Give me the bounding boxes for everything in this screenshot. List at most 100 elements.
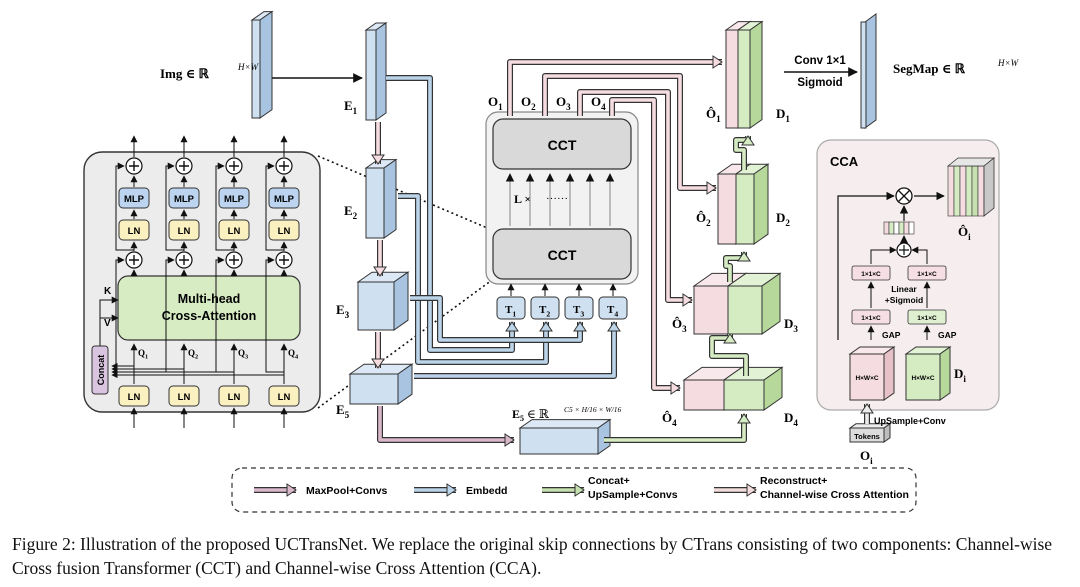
ln-bottom-label-1: LN (128, 392, 141, 403)
q-label-1-main: Q (138, 348, 145, 358)
ln-bottom-4 (268, 385, 300, 407)
ln-top-label-2: LN (178, 226, 191, 237)
skip-mlp-1 (115, 162, 134, 251)
d4-block-green-face (723, 379, 765, 411)
linear-label: Linear (891, 284, 917, 294)
cca-di-label-sub: i (963, 374, 966, 384)
mlp-label-4: MLP (274, 194, 295, 205)
q-label-3-sub: 3 (245, 354, 248, 361)
legend-label-4: Reconstruct+ (760, 475, 827, 487)
e1-block-side (375, 22, 387, 121)
segmap-sup: H×W (997, 58, 1020, 68)
e2-t2-pipe-inner (398, 194, 548, 364)
legend-label2-3: UpSample+Convs (588, 489, 678, 501)
e5-block (348, 363, 414, 405)
o4-label-main: O (591, 94, 601, 109)
d1-label-main: D (776, 106, 785, 121)
gap-label-right: GAP (938, 330, 957, 340)
oh3-label-sub: 3 (682, 324, 687, 334)
feature-skip-arrow (837, 191, 895, 340)
e1-e2-arrow-head (371, 154, 385, 165)
plus-mark-1-2 (179, 255, 189, 265)
cca-oi-label-sub: i (870, 456, 873, 466)
o1-label-sub: 1 (498, 102, 503, 112)
l-times-label: L × (514, 192, 531, 206)
o1-label-main: O (488, 94, 498, 109)
e5-formula-main: E (512, 407, 520, 421)
bottleneck-block-face (519, 427, 599, 455)
o2-d2-pipe (542, 73, 717, 195)
mlp-box-1 (118, 187, 150, 209)
d4-block-pink-face (683, 379, 725, 411)
oh1-label-sub: 1 (716, 114, 721, 124)
e3-block-face (357, 281, 395, 331)
mlp-label-3: MLP (224, 194, 245, 205)
token-label-4-main: T (607, 304, 615, 316)
oh1-label: Ô1 (706, 106, 721, 124)
plus-mark-1-1 (129, 255, 139, 265)
mhca-box (117, 275, 301, 341)
legend-label2-4: Channel-wise Cross Attention (760, 489, 909, 501)
mlp-label-2: MLP (174, 194, 195, 205)
cca-output-side (983, 157, 995, 217)
legend-item-2: Embedd (414, 483, 507, 497)
e2-label-sub: 2 (353, 211, 358, 221)
d1-block-green-side (749, 20, 763, 129)
gap-label-left: GAP (882, 330, 901, 340)
right-vec-to-add (911, 246, 928, 264)
e1-label-sub: 1 (353, 106, 358, 116)
e5-bottleneck-arrow-inner (378, 406, 514, 442)
d3-label-main: D (784, 316, 793, 331)
o2-d2-pipe-inner (543, 74, 716, 190)
upsample-label: UpSample+Conv (874, 416, 946, 426)
mlp-label-1: MLP (124, 194, 145, 205)
o4-d4-pipe-head (670, 381, 681, 395)
e2-t2-pipe (398, 193, 553, 365)
token-box-1 (496, 296, 526, 320)
cca-di-cube (904, 346, 952, 401)
legend-swatch-4-head (746, 483, 757, 497)
q-label-4-sub: 4 (295, 354, 299, 361)
ln-top-4 (268, 219, 300, 241)
e5-t4-pipe (414, 321, 621, 379)
e2-e3-arrow-head (373, 266, 387, 277)
cca-output-slice-1 (947, 165, 955, 217)
e5-formula: E5 ∈ ℝ (512, 407, 550, 423)
e2-block-face (365, 167, 385, 239)
e3-e5-arrow (371, 332, 385, 369)
segmap-label: SegMap ∈ ℝ (893, 61, 966, 76)
legend-label-1: MaxPool+Convs (306, 485, 388, 497)
d3-block-pink-face (693, 285, 729, 335)
bottleneck-d4-pipe (604, 413, 751, 443)
ln-bottom-2 (168, 385, 200, 407)
input-image-face (251, 19, 261, 119)
d4-label-sub: 4 (793, 418, 798, 428)
d4-label: D4 (784, 410, 798, 428)
d1-label: D1 (776, 106, 790, 124)
output: Conv 1×1 Sigmoid SegMap ∈ ℝ H×W (784, 13, 1020, 129)
mhca-label-2: Cross-Attention (162, 309, 256, 323)
legend-swatch-2-head (446, 483, 457, 497)
mlp-box-3 (218, 187, 250, 209)
e5-formula-sub: 5 (520, 414, 524, 423)
token-label-3-sub: 3 (580, 309, 584, 318)
cca-di-cube-face (905, 353, 941, 401)
skip-mlp-2 (165, 162, 184, 251)
attn-vector-slice-5 (903, 221, 910, 235)
d1-block-green (736, 20, 764, 129)
tokens-label: Tokens (854, 432, 880, 441)
oh2-label: Ô2 (696, 210, 711, 228)
q-label-3-main: Q (238, 348, 245, 358)
token-label-2-sub: 2 (546, 309, 550, 318)
input-image-side (259, 10, 273, 119)
ln-bottom-1 (118, 385, 150, 407)
cca-oi-cube-side (883, 346, 895, 401)
attn-vector-slice-2 (888, 221, 895, 235)
cca-di-cube-side (939, 346, 951, 401)
e5-label-main: E (336, 402, 345, 417)
e1-label-main: E (344, 98, 353, 113)
q-label-4-main: Q (288, 348, 295, 358)
ln-bottom-label-3: LN (228, 392, 241, 403)
legend-swatch-4 (714, 483, 757, 497)
